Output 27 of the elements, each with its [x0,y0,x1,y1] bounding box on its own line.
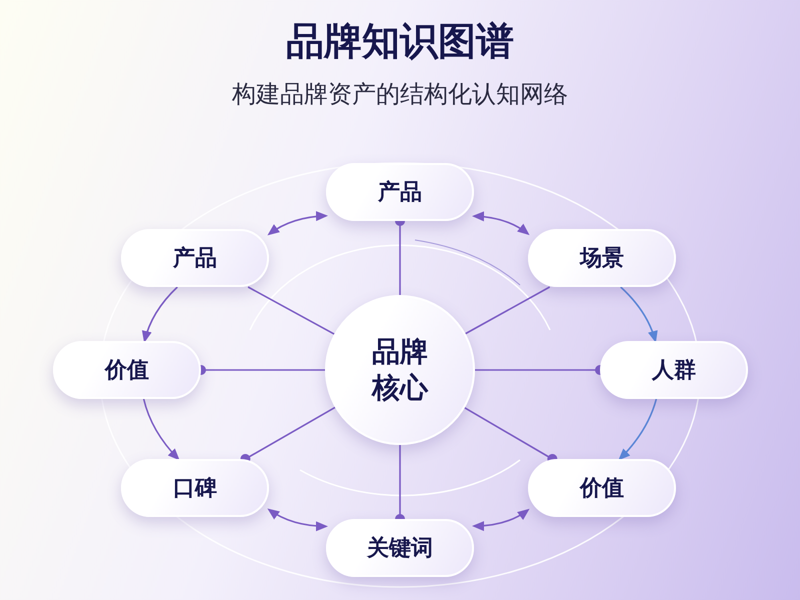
arrow [267,211,328,236]
node-label: 产品 [378,179,422,207]
concept-pill [326,519,474,577]
concept-pill [528,459,676,517]
connector-line [465,286,550,334]
arrow [472,508,530,531]
arrow [620,286,658,343]
concept-pill [121,229,269,287]
arrow [472,212,530,236]
node-label: 产品 [173,245,217,273]
concept-pill [528,229,676,287]
concept-pill [121,459,269,517]
arrow [267,508,328,532]
arrow [142,398,180,460]
node-label: 场景 [580,245,624,273]
arrow [618,398,658,460]
node-label: 人群 [652,357,696,385]
connector-line [248,286,335,335]
node-label: 价值 [105,357,149,385]
arrow [142,286,178,343]
node-label: 关键词 [367,535,433,563]
node-label: 价值 [580,475,624,503]
node-label: 口碑 [173,475,217,503]
concept-pill [326,163,474,221]
node-label: 品牌核心 [370,334,430,406]
title: 品牌知识图谱 [286,18,514,65]
subtitle: 构建品牌资产的结构化认知网络 [232,79,568,110]
